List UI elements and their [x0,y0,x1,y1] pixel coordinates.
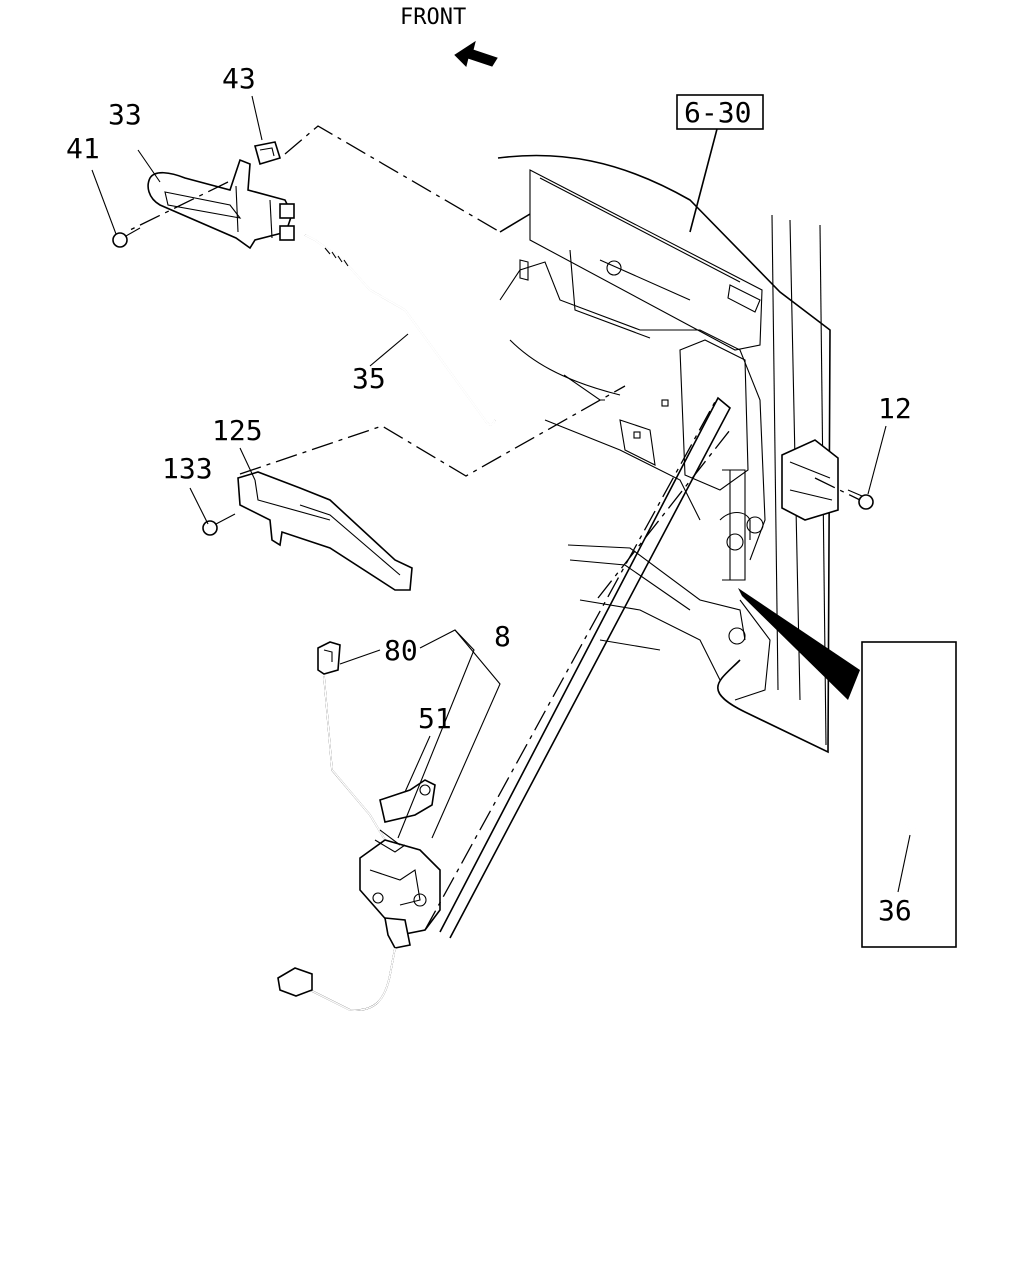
callout-41: 41 [66,132,100,165]
reference-box: 6-30 [676,94,764,130]
bolt-12 [781,439,874,521]
long-rod [439,396,732,939]
connector [277,967,313,997]
rod-35 [304,234,496,426]
cable [309,947,396,1011]
detail-box: 36 [861,641,957,948]
callout-51: 51 [418,702,452,735]
callout-35: 35 [352,362,386,395]
leader-41 [129,181,229,231]
leader-125 [239,385,626,477]
callout-125: 125 [212,414,263,447]
reference-leader [689,128,718,233]
screw-41 [112,227,141,248]
leader-43 [284,125,501,233]
clip-43 [253,141,282,166]
front-arrow-icon [454,40,498,67]
latch-assembly-8 [359,829,441,949]
callout-36: 36 [878,894,912,927]
callout-43: 43 [222,62,256,95]
front-label: FRONT [400,5,466,30]
callout-12: 12 [878,392,912,425]
reference-label: 6-30 [684,96,751,129]
callout-80: 80 [384,634,418,667]
inside-handle-125 [237,471,413,591]
callout-8: 8 [494,620,511,653]
lock-knob-51 [379,779,436,823]
callout-133: 133 [162,452,213,485]
callout-33: 33 [108,98,142,131]
rod-80 [323,675,386,841]
key-cylinder-80 [317,641,341,675]
screw-133 [202,513,236,536]
outside-handle [147,158,295,250]
detail-pointer [738,588,860,700]
door-panel [497,154,831,754]
